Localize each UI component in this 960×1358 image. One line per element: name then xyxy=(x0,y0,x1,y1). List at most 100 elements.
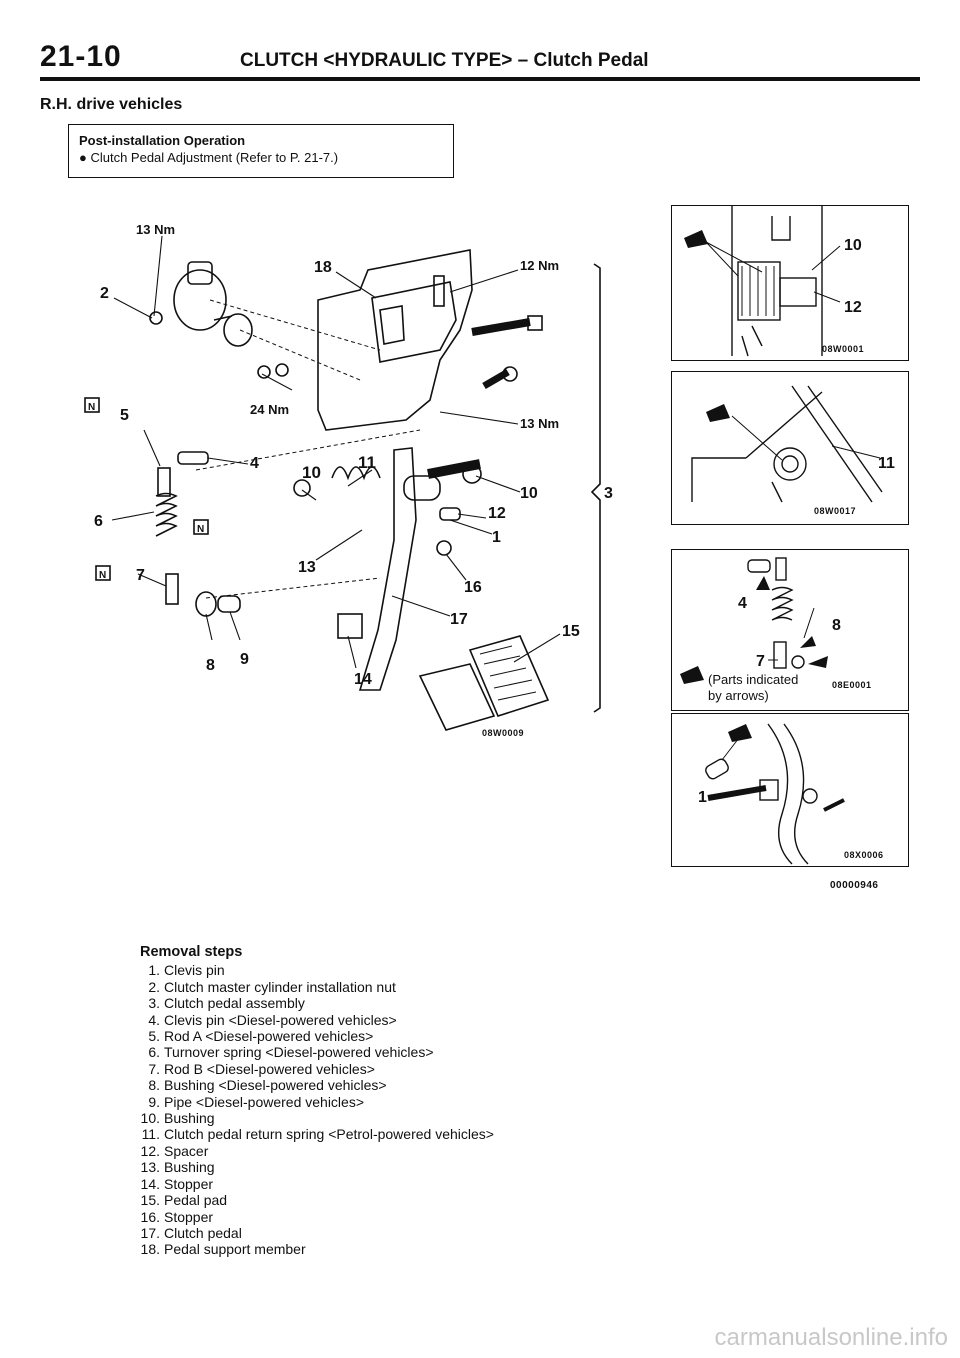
washer-b xyxy=(275,363,289,377)
removal-step: 11.Clutch pedal return spring <Petrol-po… xyxy=(140,1126,700,1142)
removal-step: 16.Stopper xyxy=(140,1209,700,1225)
removal-step-number: 13. xyxy=(140,1159,160,1176)
pedal-pad-ribs xyxy=(479,645,537,701)
inset-4: 1 08X0006 xyxy=(671,713,909,867)
removal-step-text: Rod B <Diesel-powered vehicles> xyxy=(164,1060,375,1077)
inset-3-code: 08E0001 xyxy=(832,680,872,690)
master-cylinder-reservoir xyxy=(187,261,213,285)
part-label-18: 18 xyxy=(314,259,332,276)
short-bolt-head xyxy=(502,366,518,382)
return-spring-11 xyxy=(331,466,381,481)
inset-1: 10 12 08W0001 xyxy=(671,205,909,361)
removal-step: 15.Pedal pad xyxy=(140,1192,700,1208)
removal-step-text: Clutch master cylinder installation nut xyxy=(164,978,396,995)
removal-step: 6.Turnover spring <Diesel-powered vehicl… xyxy=(140,1044,700,1060)
removal-step-number: 6. xyxy=(148,1044,160,1061)
pedal-pad-15 xyxy=(468,635,550,717)
removal-step-number: 10. xyxy=(140,1110,160,1127)
removal-step: 13.Bushing xyxy=(140,1159,700,1175)
inset-3-caption-line2: by arrows) xyxy=(708,688,769,703)
inset-4-label-1: 1 xyxy=(698,789,707,806)
part-label-15: 15 xyxy=(562,623,580,640)
torque-label-13nm-top: 13 Nm xyxy=(136,222,175,237)
removal-step-number: 16. xyxy=(140,1208,160,1225)
n-marker-5 xyxy=(84,397,100,413)
washer-a xyxy=(257,365,271,379)
inset-4-drawing: 1 08X0006 xyxy=(698,723,884,865)
assembly-bracket-3 xyxy=(590,263,601,713)
removal-step-number: 7. xyxy=(148,1060,160,1077)
part-label-8: 8 xyxy=(206,657,215,674)
watermark: carmanualsonline.info xyxy=(714,1324,948,1351)
removal-step-text: Stopper xyxy=(164,1175,214,1192)
removal-step-text: Pedal pad xyxy=(164,1192,228,1209)
main-diagram-code: 08W0009 xyxy=(482,728,524,738)
inset-3-label-4: 4 xyxy=(738,595,747,612)
part-label-4: 4 xyxy=(250,455,259,472)
inset-1-label-12: 12 xyxy=(844,299,862,316)
part-label-14: 14 xyxy=(354,671,372,688)
removal-step: 14.Stopper xyxy=(140,1176,700,1192)
part-label-1: 1 xyxy=(492,529,501,546)
rod-b-7 xyxy=(165,573,179,605)
removal-steps-title: Removal steps xyxy=(140,944,243,960)
page-header: 21-10 CLUTCH <HYDRAULIC TYPE> – Clutch P… xyxy=(40,40,920,80)
torque-label-13nm-mid: 13 Nm xyxy=(520,416,559,431)
page-number: 21-10 xyxy=(40,40,122,73)
removal-step-text: Bushing <Diesel-powered vehicles> xyxy=(164,1077,387,1094)
note-title: Post-installation Operation xyxy=(79,133,246,148)
removal-step-number: 3. xyxy=(148,995,160,1012)
removal-step: 18.Pedal support member xyxy=(140,1241,700,1257)
removal-step-number: 1. xyxy=(148,962,160,979)
note-item: ● Clutch Pedal Adjustment (Refer to P. 2… xyxy=(79,150,339,165)
part-label-2: 2 xyxy=(100,285,109,302)
stopper-16 xyxy=(436,540,452,556)
part-label-10a: 10 xyxy=(302,463,321,482)
inset-3-drawing: 4 8 7 (Parts indicated by arrows) 08E000… xyxy=(680,557,872,703)
part-label-3: 3 xyxy=(604,485,613,502)
removal-step-number: 12. xyxy=(140,1142,160,1159)
removal-step: 7.Rod B <Diesel-powered vehicles> xyxy=(140,1061,700,1077)
inset-1-drawing: 10 12 08W0001 xyxy=(684,206,864,357)
section-subheading: R.H. drive vehicles xyxy=(40,96,183,113)
pedal-support-member-shape xyxy=(317,249,473,431)
removal-step-text: Rod A <Diesel-powered vehicles> xyxy=(164,1028,374,1045)
removal-step-number: 11. xyxy=(141,1126,160,1143)
part-label-9: 9 xyxy=(240,651,249,668)
part-label-13: 13 xyxy=(298,559,316,576)
bushing-8 xyxy=(195,591,217,617)
removal-step-text: Clutch pedal assembly xyxy=(164,995,305,1012)
pipe-9 xyxy=(217,595,241,613)
pedal-boss xyxy=(403,475,441,501)
arrow-icon xyxy=(684,230,708,248)
removal-step: 1.Clevis pin xyxy=(140,962,700,978)
clutch-pedal-arm xyxy=(358,447,417,691)
removal-step-text: Bushing xyxy=(164,1159,215,1176)
part-label-5: 5 xyxy=(120,407,129,424)
arrow-icon xyxy=(808,656,828,668)
removal-step-text: Clevis pin <Diesel-powered vehicles> xyxy=(164,1011,397,1028)
removal-step: 5.Rod A <Diesel-powered vehicles> xyxy=(140,1028,700,1044)
removal-step-number: 15. xyxy=(140,1192,160,1209)
removal-step: 17.Clutch pedal xyxy=(140,1225,700,1241)
torque-label-12nm: 12 Nm xyxy=(520,258,559,273)
removal-step-text: Pipe <Diesel-powered vehicles> xyxy=(164,1093,364,1110)
removal-step-number: 8. xyxy=(148,1077,160,1094)
master-cylinder-body xyxy=(173,269,227,331)
inset-2-drawing: 11 08W0017 xyxy=(691,385,895,516)
inset-4-code: 08X0006 xyxy=(844,850,884,860)
removal-step: 10.Bushing xyxy=(140,1110,700,1126)
removal-step-number: 4. xyxy=(148,1011,160,1028)
bushing-10b xyxy=(462,464,482,484)
bushing-10a xyxy=(293,479,311,497)
page-title: CLUTCH <HYDRAULIC TYPE> – Clutch Pedal xyxy=(240,50,649,71)
cyl-link xyxy=(213,315,233,321)
long-bolt-head xyxy=(527,315,543,331)
part-label-10b: 10 xyxy=(520,485,538,502)
post-installation-note: Post-installation Operation ● Clutch Ped… xyxy=(68,124,454,178)
inset-1-label-10: 10 xyxy=(844,237,862,254)
removal-step: 2.Clutch master cylinder installation nu… xyxy=(140,979,700,995)
inset-3-caption-line1: (Parts indicated xyxy=(708,672,798,687)
removal-step: 4.Clevis pin <Diesel-powered vehicles> xyxy=(140,1012,700,1028)
